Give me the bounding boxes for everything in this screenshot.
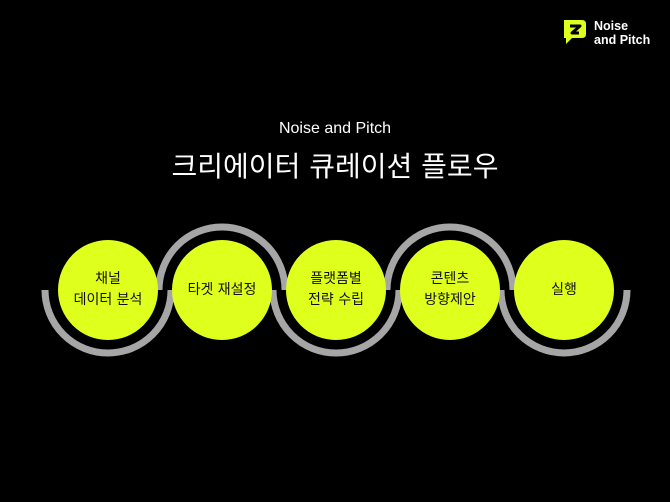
flow-step-channel-analysis: 채널 데이터 분석 [58, 240, 158, 340]
flow-arc-bottom-5 [497, 289, 631, 357]
flow-arc-bottom-1 [41, 289, 175, 357]
logo-text: Noise and Pitch [594, 19, 651, 47]
flow-step-content-direction: 콘텐츠 방향제안 [400, 240, 500, 340]
logo: Noise and Pitch [562, 18, 650, 48]
flow-step-execution: 실행 [514, 240, 614, 340]
flow-step-platform-strategy: 플랫폼별 전략 수립 [286, 240, 386, 340]
logo-mark-icon [564, 20, 586, 44]
page-title: 크리에이터 큐레이션 플로우 [171, 150, 499, 183]
flow-arc-top-4 [383, 223, 517, 291]
flow-step-target-reset: 타겟 재설정 [172, 240, 272, 340]
page-subtitle: Noise and Pitch [278, 120, 392, 137]
flow-arc-bottom-3 [269, 289, 403, 357]
flow-arc-top-2 [155, 223, 289, 291]
